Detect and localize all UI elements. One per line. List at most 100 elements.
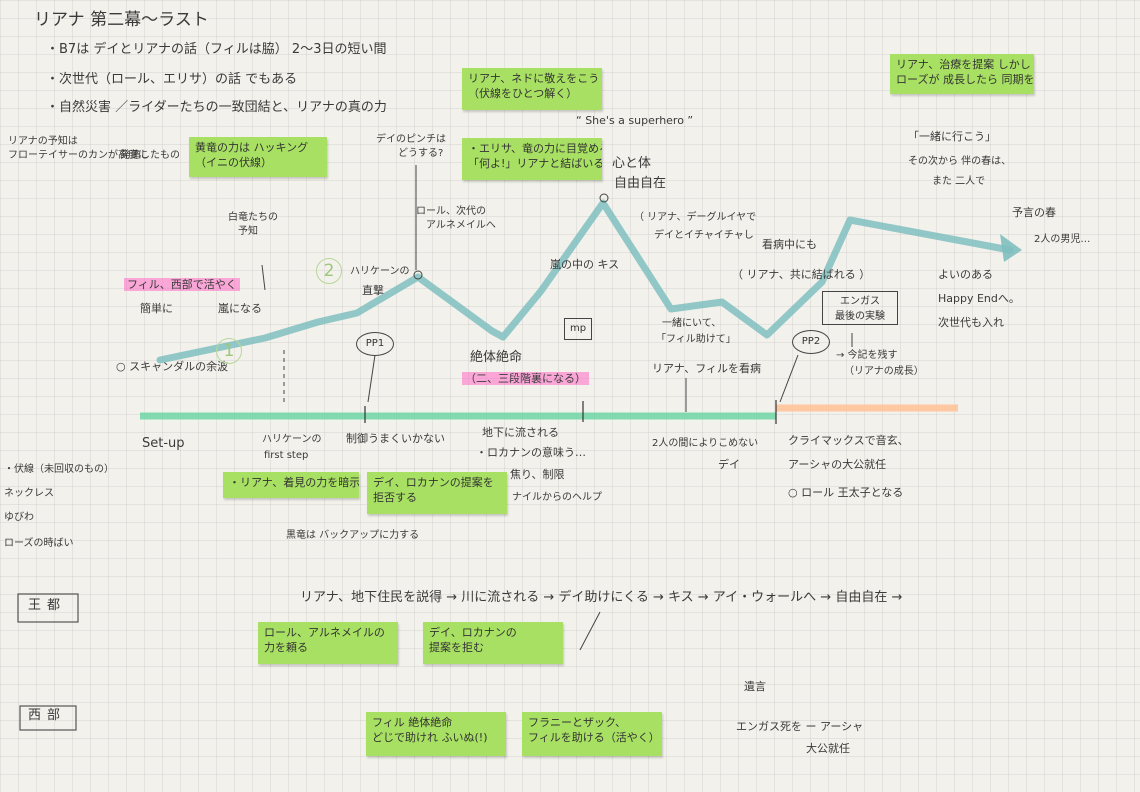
sticky-note-4: リアナ、治療を提案 しかし 遅う ローズが 成長したら 同期を [890, 54, 1034, 94]
timeline-frustration-2: ナイルからのヘルプ [512, 492, 602, 503]
sticky-note-5-line-1: ・リアナ、着見の力を暗示 [229, 476, 359, 489]
timeline-frustration-1: 焦り、制限 [510, 468, 565, 481]
label-reliana-2: デイとイチャイチャし [654, 230, 754, 241]
sticky-note-10-line-1: フラニーとザック、 [528, 716, 627, 729]
label-together-2: 「フィル助けて」 [656, 334, 736, 345]
label-roll-ask-2: アルネメイルへ [426, 220, 496, 231]
pp1-badge: PP1 [356, 332, 394, 356]
capital-label: 王都 [28, 598, 67, 613]
node-pinch [413, 270, 423, 280]
label-memory-1: → 今記を残す [836, 350, 898, 361]
left-list-2: ネックレス [4, 488, 54, 499]
sticky-note-4-line-1: リアナ、治療を提案 しかし 遅う [896, 58, 1034, 71]
sticky-note-3-line-1: ・エリサ、竜の力に目覚める [468, 142, 602, 155]
timeline-climax-2: アーシャの大公就任 [788, 458, 887, 471]
left-list-4: ローズの時ばい [4, 538, 74, 549]
mp-box: mp [564, 318, 592, 340]
label-heart-body-1: 心と体 [612, 156, 652, 171]
sticky-note-6: デイ、ロカナンの提案を 拒否する [367, 472, 507, 514]
node-peak [599, 193, 609, 203]
label-memory-2: （リアナの成長） [844, 366, 924, 377]
label-phil-west: フィル、西部で活やく [124, 278, 240, 292]
label-kiss: 嵐の中の キス [550, 258, 620, 271]
label-pinch-2: どうする? [398, 148, 444, 159]
intro-line-1: ・B7は デイとリアナの話（フィルは脇） 2～3日の短い間 [46, 42, 387, 57]
sticky-note-3-line-2: 「何よ!」リアナと結ばいる [468, 156, 602, 170]
label-together-1: 一緒にいて、 [662, 318, 722, 329]
left-list-3: ゆびわ [4, 512, 34, 523]
label-scandal: ○ スキャンダルの余波 [116, 360, 229, 373]
sticky-note-2-line-2: （伏線をひとつ解く） [468, 86, 578, 100]
label-phil-west-text: フィル、西部で活やく [124, 278, 240, 291]
label-heart-body-2: 自由自在 [614, 176, 667, 191]
timeline-between-two-1: 2人の間によりこめない [652, 438, 759, 449]
sticky-note-9-line-1: フィル 絶体絶命 [372, 716, 453, 729]
sticky-note-1: 黄竜の力は ハッキング （イニの伏線） [189, 137, 327, 177]
sticky-note-2: リアナ、ネドに敬えをこう （伏線をひとつ解く） [462, 68, 602, 110]
label-ippo-1: 「一緒に行こう」 [908, 130, 996, 143]
capital-flow: リアナ、地下住民を説得 → 川に流される → デイ助けにくる → キス → アイ… [300, 590, 903, 605]
sticky-note-10: フラニーとザック、 フィルを助ける（活やく） [522, 712, 662, 756]
intro-line-2: ・次世代（ロール、エリサ）の話 でもある [46, 72, 298, 87]
label-hakuryu-1: 白竜たちの [228, 212, 278, 223]
engas-box: エンガス 最後の実験 [822, 291, 898, 325]
label-ippo-3: また 二人で [932, 176, 986, 187]
pp2-badge: PP2 [792, 330, 830, 354]
west-right-line-1: エンガス死を ー アーシャ [736, 720, 864, 733]
leader-storm [261, 264, 266, 291]
leader-pp1 [367, 354, 376, 403]
plot-arc-line [156, 199, 1014, 364]
timeline-first-step-2: first step [264, 450, 309, 461]
label-two-men: 2人の男児… [1034, 234, 1091, 245]
timeline-control: 制御うまくいかない [346, 432, 445, 445]
sticky-note-9: フィル 絶体絶命 どじで助けれ ふいぬ(!) [366, 712, 506, 756]
left-list-1: ・伏線（未回収のもの） [4, 464, 114, 475]
west-right-line-2: 大公就任 [806, 742, 850, 755]
sticky-note-3: ・エリサ、竜の力に目覚める 「何よ!」リアナと結ばいる [462, 138, 602, 180]
page-title: リアナ 第二幕～ラスト [34, 10, 209, 30]
label-triple: （二、三段階裏になる） [462, 372, 589, 386]
left-note-1: リアナの予知は [8, 136, 78, 147]
label-happy-3: 次世代も入れ [938, 316, 1004, 329]
label-storm: 嵐になる [218, 302, 262, 315]
sticky-note-5: ・リアナ、着見の力を暗示 [223, 472, 359, 498]
plot-arrow-head [1000, 234, 1022, 262]
label-happy-1: よいのある [938, 268, 993, 281]
sticky-note-1-line-1: 黄竜の力は ハッキング [195, 141, 309, 154]
sticky-note-7-line-1: ロール、アルネメイルの [264, 626, 385, 639]
sticky-note-8-line-1: デイ、ロカナンの [429, 626, 517, 639]
label-roll-ask-1: ロール、次代の [416, 206, 486, 217]
label-happy-2: Happy Endへ。 [938, 292, 1020, 305]
label-ippo-2: その次から 伴の春は、 [908, 156, 1012, 167]
west-right-title: 遺言 [744, 680, 766, 693]
sticky-note-4-line-2: ローズが 成長したら 同期を [896, 72, 1034, 86]
sticky-note-7: ロール、アルネメイルの 力を頼る [258, 622, 398, 664]
sticky-note-8-line-2: 提案を拒む [429, 640, 484, 654]
intro-line-3: ・自然災害 ／ライダーたちの一致団結と、リアナの真の力 [46, 100, 387, 115]
sticky-note-10-line-2: フィルを助ける（活やく） [528, 730, 660, 744]
kurose-note: 黒竜は バックアップに力する [286, 530, 420, 541]
timeline-underground-2: ・ロカナンの意味う… [476, 446, 586, 459]
label-liana-care: リアナ、フィルを看病 [652, 362, 762, 375]
arrow-up-stroke [579, 611, 601, 651]
west-label: 西部 [28, 708, 67, 723]
sticky-note-9-line-2: どじで助けれ ふいぬ(!) [372, 730, 488, 744]
timeline-first-step-1: ハリケーンの [262, 434, 322, 445]
label-easy: 簡単に [140, 302, 173, 315]
timeline-underground-1: 地下に流される [482, 426, 559, 439]
left-note-2: フローテイサーのカンが高度に [8, 150, 148, 161]
label-triple-text: （二、三段階裏になる） [462, 372, 589, 385]
label-pinch-1: デイのピンチは [376, 134, 446, 145]
label-hurricane-1: ハリケーンの [350, 266, 410, 277]
label-hospital: 看病中にも [762, 238, 817, 251]
label-prophecy: 予言の春 [1012, 206, 1056, 219]
label-hurricane-2: 直撃 [362, 284, 384, 297]
engas-line-1: エンガス [840, 296, 880, 307]
timeline-between-two-2: デイ [718, 458, 740, 471]
capital-frame [17, 593, 79, 623]
sticky-note-2-line-1: リアナ、ネドに敬えをこう [468, 72, 600, 85]
leader-pp2 [779, 354, 799, 403]
circle-num-2: 2 [316, 258, 342, 284]
